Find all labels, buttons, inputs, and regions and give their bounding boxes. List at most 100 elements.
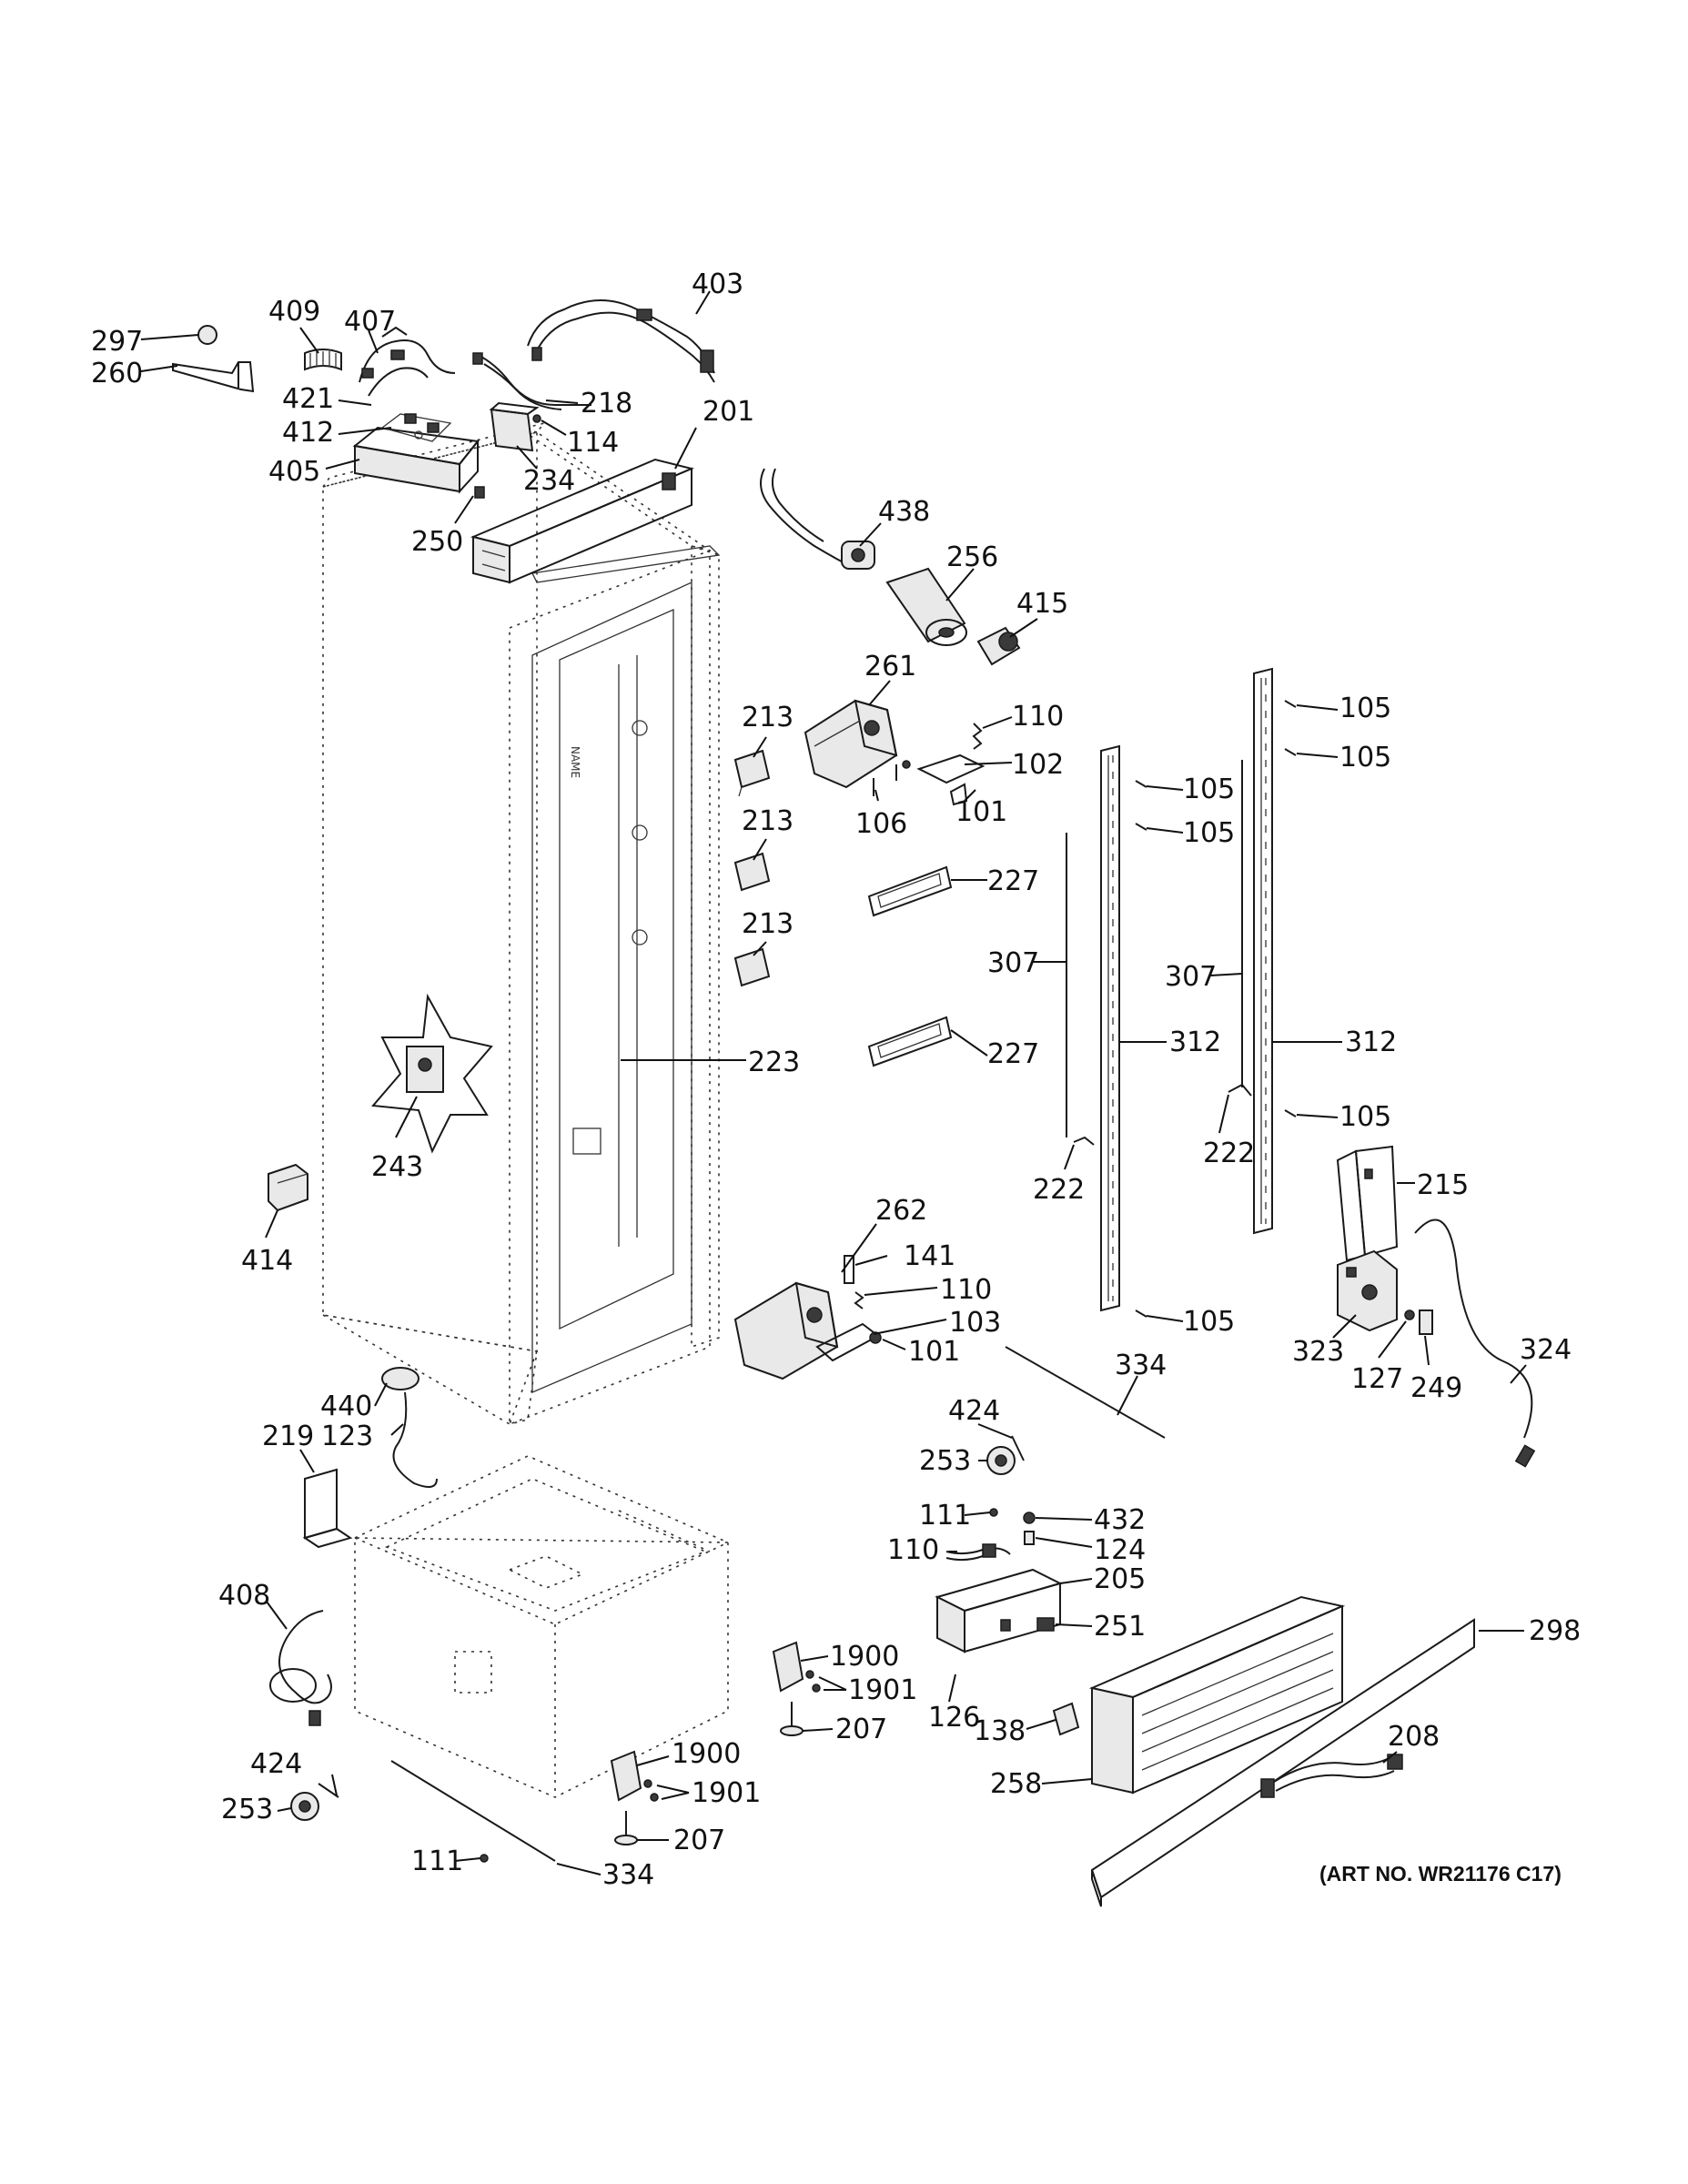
callout-414: 414 <box>241 1245 293 1277</box>
callout-297: 297 <box>91 326 143 358</box>
part-138 <box>1052 1702 1080 1736</box>
callout-102: 102 <box>1012 749 1064 781</box>
part-1900-a <box>772 1641 804 1693</box>
part-1900-b <box>610 1750 642 1802</box>
callout-260: 260 <box>91 358 143 389</box>
part-213-c <box>733 947 771 987</box>
callout-201: 201 <box>702 396 754 428</box>
part-297-260 <box>172 325 255 393</box>
callout-307-b: 307 <box>1165 961 1217 993</box>
part-219 <box>302 1468 353 1549</box>
callout-111-a: 111 <box>919 1500 971 1532</box>
part-227-b <box>867 1016 953 1067</box>
callout-432: 432 <box>1094 1504 1146 1536</box>
callout-213-c: 213 <box>742 908 793 940</box>
callout-424-b: 424 <box>250 1748 302 1780</box>
callout-251: 251 <box>1094 1611 1146 1643</box>
callout-222-b: 222 <box>1203 1138 1255 1169</box>
part-141 <box>844 1255 854 1284</box>
callout-407: 407 <box>344 306 396 338</box>
part-407 <box>359 326 456 397</box>
part-111-a <box>989 1508 998 1517</box>
part-105-screws <box>1135 700 1297 1318</box>
callout-412: 412 <box>282 417 334 449</box>
part-222-a <box>1073 1136 1095 1146</box>
callout-312-a: 312 <box>1169 1026 1221 1058</box>
part-258 <box>1088 1595 1346 1795</box>
part-298 <box>1090 1618 1475 1899</box>
callout-262: 262 <box>875 1195 927 1227</box>
part-438 <box>760 468 875 570</box>
part-201 <box>470 458 695 584</box>
part-250 <box>474 486 485 499</box>
callout-258: 258 <box>990 1768 1042 1800</box>
callout-215: 215 <box>1417 1169 1469 1201</box>
part-222-b <box>1228 1083 1252 1097</box>
part-215 <box>1336 1145 1399 1262</box>
callout-409: 409 <box>268 296 320 328</box>
part-262 <box>733 1281 839 1380</box>
callout-101-b: 101 <box>908 1336 960 1368</box>
leader-lines <box>140 290 1527 1876</box>
part-440-123 <box>381 1367 438 1488</box>
part-227-a <box>867 865 953 917</box>
callout-256: 256 <box>946 541 998 573</box>
callout-105-d: 105 <box>1183 817 1235 849</box>
cabinet-case: NAME <box>321 421 721 1426</box>
callout-114: 114 <box>567 427 619 459</box>
callout-103: 103 <box>949 1307 1001 1339</box>
part-124 <box>1024 1531 1035 1545</box>
callout-1901-a: 1901 <box>848 1674 917 1706</box>
callout-234: 234 <box>523 465 575 497</box>
callout-208: 208 <box>1388 1721 1440 1753</box>
callout-105-f: 105 <box>1183 1306 1235 1338</box>
callout-249: 249 <box>1410 1372 1462 1404</box>
part-207-b <box>614 1811 638 1845</box>
part-324-end <box>1514 1444 1536 1468</box>
part-249 <box>1419 1309 1433 1335</box>
callout-111-b: 111 <box>411 1845 463 1877</box>
callout-124: 124 <box>1094 1534 1146 1566</box>
part-405-412 <box>352 413 480 494</box>
callout-205: 205 <box>1094 1563 1146 1595</box>
callout-105-b: 105 <box>1339 742 1391 774</box>
callout-106: 106 <box>855 808 907 840</box>
callout-243: 243 <box>371 1151 423 1183</box>
callout-105-a: 105 <box>1339 693 1391 724</box>
part-110-c <box>945 1543 1011 1562</box>
part-298-front <box>1091 1869 1102 1907</box>
part-208 <box>1260 1754 1403 1798</box>
callout-138: 138 <box>974 1715 1026 1747</box>
part-127 <box>1404 1309 1415 1320</box>
part-207-a <box>780 1702 804 1736</box>
callout-126: 126 <box>928 1702 980 1734</box>
part-1901-a <box>805 1670 821 1693</box>
callout-123: 123 <box>321 1421 373 1452</box>
callout-307-a: 307 <box>987 947 1039 979</box>
callout-440: 440 <box>320 1390 372 1422</box>
part-101-102-110-bracket <box>916 723 986 806</box>
part-110-b <box>854 1291 864 1309</box>
callout-298: 298 <box>1529 1615 1581 1647</box>
part-414 <box>268 1163 308 1212</box>
callout-334-a: 334 <box>1115 1350 1167 1381</box>
callout-323: 323 <box>1292 1336 1344 1368</box>
part-324 <box>1414 1218 1533 1439</box>
callout-421: 421 <box>282 383 334 415</box>
callout-105-e: 105 <box>1339 1101 1391 1133</box>
part-106-screws <box>873 760 911 796</box>
callout-415: 415 <box>1016 588 1068 620</box>
part-403 <box>527 299 715 383</box>
part-334-a <box>1005 1346 1166 1439</box>
callout-labels: 297 260 409 407 403 421 412 405 218 114 … <box>91 268 1581 1891</box>
part-409 <box>304 349 342 371</box>
callout-213-b: 213 <box>742 805 793 837</box>
part-256 <box>885 567 967 646</box>
part-323 <box>1337 1249 1398 1332</box>
callout-141: 141 <box>904 1240 955 1272</box>
part-251 <box>1036 1617 1055 1632</box>
svg-text:NAME: NAME <box>569 746 581 778</box>
callout-105-c: 105 <box>1183 774 1235 805</box>
